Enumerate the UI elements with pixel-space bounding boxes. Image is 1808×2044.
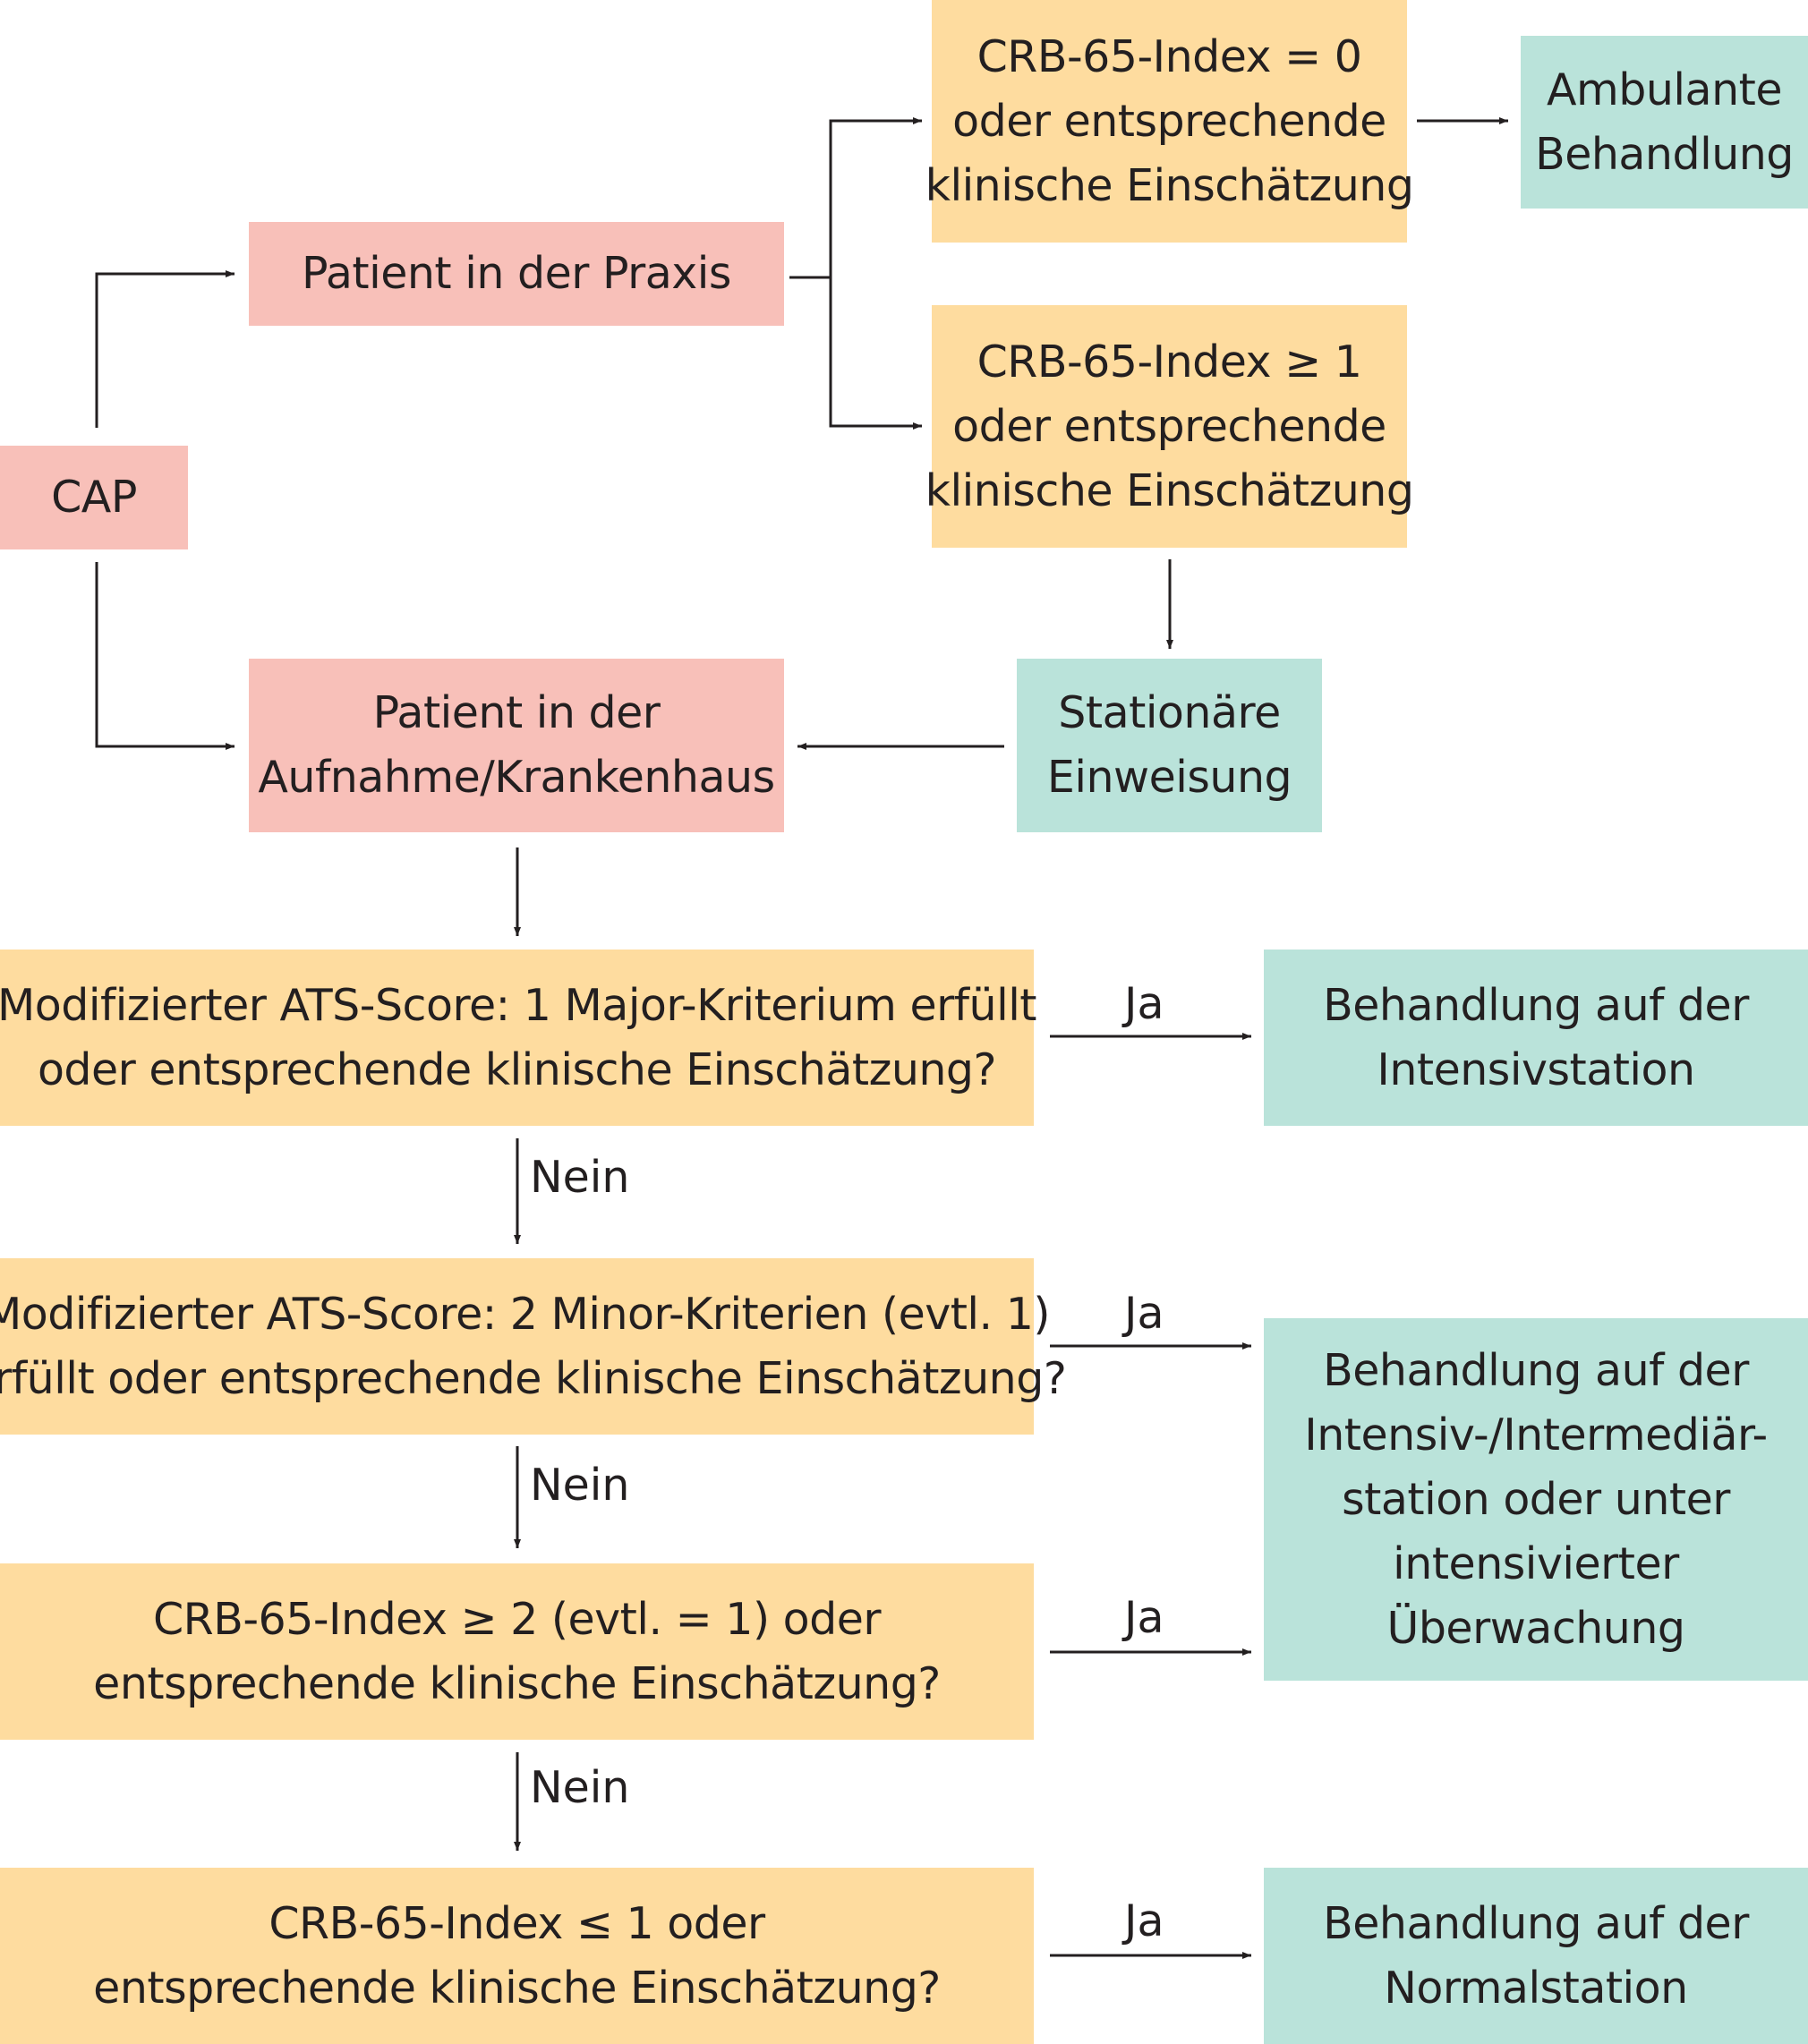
patient-praxis-node: Patient in der Praxis [249,222,784,326]
ambulant-node: Ambulante Behandlung [1521,36,1808,209]
no-label-major: Nein [530,1152,630,1203]
stationaer-node: Stationäre Einweisung [1017,659,1322,832]
yes-label-crb-le1: Ja [1124,1895,1164,1946]
arrow-praxis-to-crb0 [829,117,922,277]
icu-node: Behandlung auf der Intensivstation [1264,950,1808,1126]
question-crb2-node: CRB-65-Index ≥ 2 (evtl. = 1) oder entspr… [0,1563,1034,1740]
yes-label-minor: Ja [1124,1288,1164,1339]
question-crb-le1-node: CRB-65-Index ≤ 1 oder entsprechende klin… [0,1868,1034,2044]
arrow-cap-to-aufnahme [95,562,235,750]
cap-node: CAP [0,446,188,549]
no-label-minor: Nein [530,1460,630,1511]
patient-aufnahme-node: Patient in der Aufnahme/Krankenhaus [249,659,784,832]
no-label-crb2: Nein [530,1762,630,1813]
arrow-praxis-to-crb1 [829,277,922,430]
intermediate-node: Behandlung auf der Intensiv-/Intermediär… [1264,1318,1808,1681]
crb65-one-node: CRB-65-Index ≥ 1 oder entsprechende klin… [925,305,1414,548]
question-major-node: Modifizierter ATS-Score: 1 Major-Kriteri… [0,950,1037,1126]
crb65-zero-node: CRB-65-Index = 0 oder entsprechende klin… [925,0,1414,243]
normal-node: Behandlung auf der Normalstation [1264,1868,1808,2044]
question-minor-node: Modifizierter ATS-Score: 2 Minor-Kriteri… [0,1258,1067,1435]
yes-label-crb2: Ja [1124,1592,1164,1643]
arrow-cap-to-praxis [95,270,235,428]
yes-label-major: Ja [1124,978,1164,1029]
